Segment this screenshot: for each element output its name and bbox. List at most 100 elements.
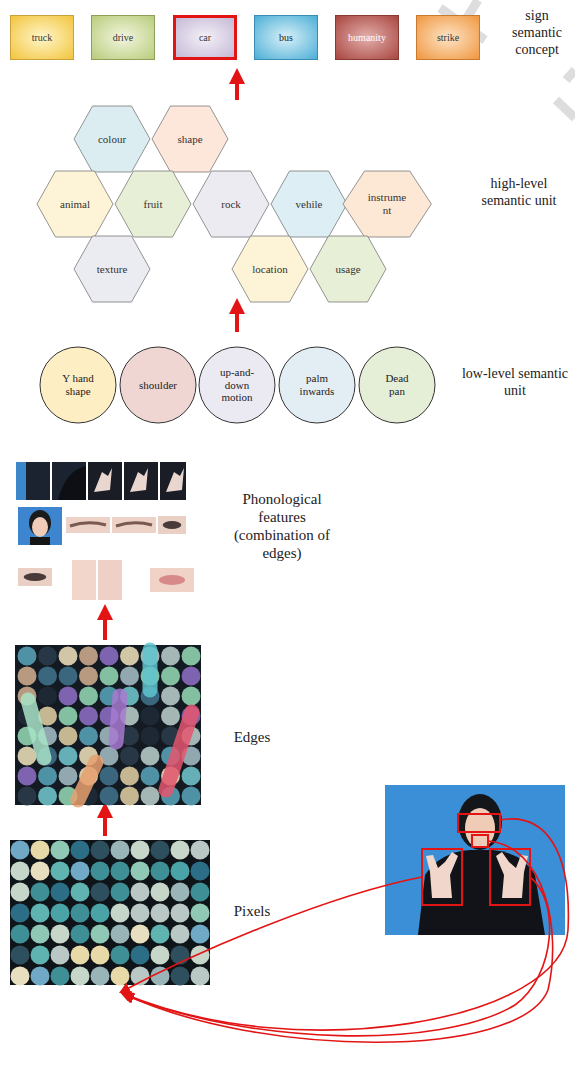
pixel [91,946,110,965]
pixel [31,862,50,881]
node-text-group: location [252,263,287,276]
hexagon-outline [115,171,191,237]
node-label: usage [335,263,360,276]
semantic-hexagon: location [231,235,309,303]
pixel [31,883,50,902]
pixel [171,883,190,902]
pixel [11,925,30,944]
layer-arrow [103,612,107,640]
semantic-hexagon: fruit [114,170,192,238]
eyebrow [116,523,152,526]
pixel [151,841,170,860]
node-label: drive [113,32,134,44]
pixel [131,904,150,923]
pixel [51,883,70,902]
node-text-group: bus [279,32,293,44]
edge-pixel [100,667,119,686]
node-text-group: car [199,32,211,44]
pixel [151,862,170,881]
pixel [171,946,190,965]
pixel [11,841,30,860]
edge-pixel [79,707,98,726]
edge-pixel [18,667,37,686]
layer-label: Phonological features (combination of ed… [218,490,346,562]
semantic-circle: Y hand shape [39,346,117,424]
hexagon-outline [310,236,386,302]
pixel [71,946,90,965]
edge-pixel [100,767,119,786]
node-text-group: truck [32,32,53,44]
eye [24,573,47,581]
lips-thumbnail [150,568,194,592]
node-text-group: fruit [144,198,163,211]
hair [29,510,51,536]
edge-pixel [59,727,78,746]
semantic-circle: palm inwards [278,346,356,424]
body-thumbnail [124,462,158,500]
body-thumbnail [88,462,122,500]
cheek-thumbnail [98,560,122,600]
node-label: truck [32,32,53,44]
body-thumbnail [160,462,186,500]
pixel [51,946,70,965]
pixel [191,946,210,965]
pixel [91,883,110,902]
pixel [71,841,90,860]
edge-pixel [59,647,78,666]
pixel [131,862,150,881]
left-hand [426,852,458,898]
edge-pixel [120,747,139,766]
pixel [191,925,210,944]
node-label: shoulder [128,379,188,392]
node-text-group: strike [437,32,459,44]
layer-label: Edges [222,728,282,746]
edge-pixel [120,667,139,686]
pixel [71,925,90,944]
pixel [51,904,70,923]
hexagon-outline [271,171,347,237]
eyebrow-thumbnail [66,517,110,533]
semantic-hexagon: usage [309,235,387,303]
semantic-circle: Dead pan [358,346,436,424]
pixel [171,841,190,860]
layer-label: high-level semantic unit [466,176,572,210]
cheek-thumbnail [72,560,96,600]
circle-outline [120,347,196,423]
edge-pixel [18,647,37,666]
pixel [171,967,190,986]
edge-pixel [59,667,78,686]
node-label: vehile [296,198,323,211]
edge-pixel [120,767,139,786]
node-label: animal [60,198,90,211]
pixel [111,904,130,923]
node-text-group: humanity [348,32,386,44]
edge-stroke [116,696,120,742]
semantic-circle: up-and-down motion [198,346,276,424]
body-thumbnail [16,462,50,500]
edges-image [15,645,201,806]
semantic-hexagon: vehile [270,170,348,238]
pixel [131,946,150,965]
pixel [191,841,210,860]
node-text-group: rock [221,198,241,211]
node-text-group: shape [177,133,202,146]
node-text-group: instrume nt [363,191,411,216]
node-text-group: drive [113,32,134,44]
edge-pixel [182,667,201,686]
edge-pixel [59,747,78,766]
pixel [11,967,30,986]
edge-stroke [78,762,96,800]
edge-pixel [120,787,139,806]
eyebrow-thumbnail [112,517,156,533]
semantic-hexagon: rock [192,170,270,238]
hexagon-outline [193,171,269,237]
semantic-hexagon: animal [36,170,114,238]
edge-pixel [38,767,57,786]
node-label: Dead pan [378,372,416,397]
hexagon-outline [343,171,431,237]
semantic-hexagon: texture [73,235,151,303]
pixel [51,862,70,881]
edge-pixel [141,747,160,766]
edge-pixel [59,687,78,706]
pixel [51,967,70,986]
